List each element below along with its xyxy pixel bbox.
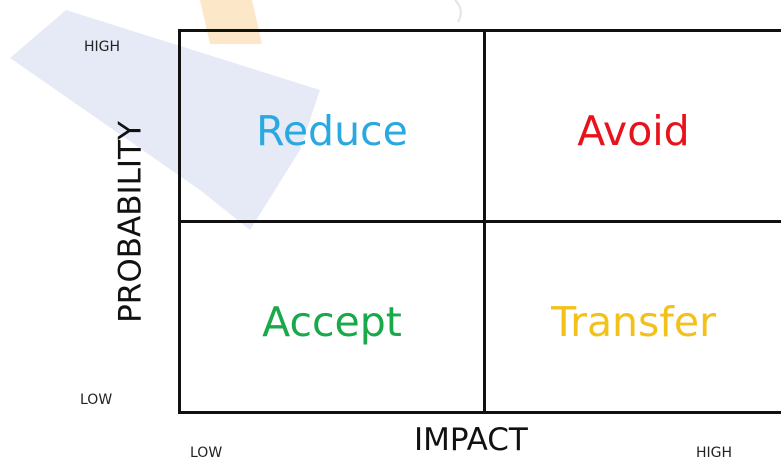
quadrant-transfer: Transfer [551,298,716,346]
x-axis-high-label: HIGH [696,445,733,461]
horizontal-divider [178,220,781,223]
x-axis-low-label: LOW [190,445,223,461]
quadrant-avoid: Avoid [577,107,690,155]
watermark-arc [454,0,462,23]
y-axis-high-label: HIGH [84,39,121,55]
y-axis-title: PROBABILITY [112,121,149,323]
quadrant-accept: Accept [262,298,402,346]
x-axis-title: IMPACT [414,422,528,458]
y-axis-low-label: LOW [80,392,113,408]
quadrant-reduce: Reduce [256,107,408,155]
